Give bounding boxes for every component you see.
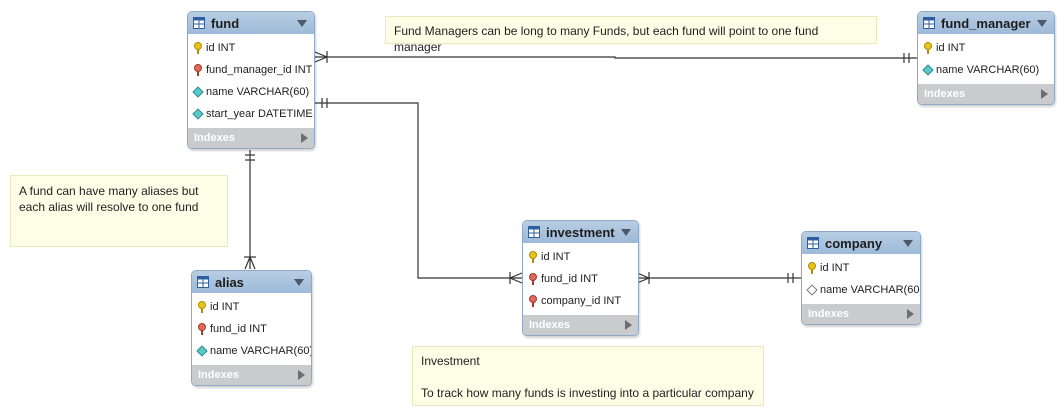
column-row[interactable]: name VARCHAR(60)	[802, 279, 920, 301]
crowfoot-inv-left-top	[509, 272, 523, 279]
column-row[interactable]: id INT	[188, 37, 314, 59]
table-icon	[193, 17, 205, 29]
table-icon	[197, 276, 209, 288]
table-company[interactable]: company id INT name VARCHAR(60) Indexes	[801, 231, 921, 325]
dropdown-icon[interactable]	[903, 239, 913, 247]
dropdown-icon[interactable]	[1037, 19, 1047, 27]
column-row[interactable]: id INT	[192, 296, 311, 318]
column-label: fund_id INT	[210, 323, 267, 335]
column-icon	[922, 64, 934, 76]
table-header-alias[interactable]: alias	[192, 271, 311, 293]
relation-fund-investment	[315, 102, 522, 279]
column-icon	[192, 108, 204, 120]
column-row[interactable]: fund_id INT	[192, 318, 311, 340]
dropdown-icon[interactable]	[294, 278, 304, 286]
column-icon	[192, 86, 204, 98]
column-row[interactable]: name VARCHAR(60)	[192, 340, 311, 362]
table-icon	[807, 237, 819, 249]
table-investment[interactable]: investment id INT fund_id INT company_id…	[522, 220, 639, 336]
table-title: fund	[211, 15, 240, 31]
indexes-bar[interactable]: Indexes	[523, 315, 638, 335]
table-icon	[923, 17, 935, 29]
column-row[interactable]: id INT	[802, 257, 920, 279]
column-row[interactable]: fund_manager_id INT	[188, 59, 314, 81]
note-title: Investment	[421, 354, 480, 368]
table-icon	[528, 226, 540, 238]
indexes-bar[interactable]: Indexes	[188, 128, 314, 148]
primary-key-icon	[194, 42, 202, 54]
column-row[interactable]: company_id INT	[523, 290, 638, 312]
table-fund[interactable]: fund id INT fund_manager_id INT name VAR…	[187, 11, 315, 149]
indexes-label: Indexes	[924, 88, 965, 100]
indexes-bar[interactable]: Indexes	[192, 365, 311, 385]
table-header-investment[interactable]: investment	[523, 221, 638, 243]
column-label: id INT	[820, 262, 850, 274]
crowfoot-inv-left-bottom	[509, 277, 523, 284]
crowfoot-fund-bottom	[314, 56, 328, 63]
table-header-fund[interactable]: fund	[188, 12, 314, 34]
nullable-column-icon	[806, 284, 818, 296]
relation-fund-fund_manager	[315, 56, 917, 59]
expand-arrow-icon[interactable]	[625, 320, 632, 330]
indexes-label: Indexes	[194, 132, 235, 144]
primary-key-icon	[198, 301, 206, 313]
expand-arrow-icon[interactable]	[1041, 89, 1048, 99]
primary-key-icon	[529, 251, 537, 263]
column-row[interactable]: id INT	[523, 246, 638, 268]
foreign-key-icon	[529, 273, 537, 285]
column-label: start_year DATETIME	[206, 108, 313, 120]
column-label: id INT	[936, 42, 966, 54]
column-row[interactable]: name VARCHAR(60)	[188, 81, 314, 103]
column-label: fund_manager_id INT	[206, 64, 313, 76]
table-fund-manager[interactable]: fund_manager id INT name VARCHAR(60) Ind…	[917, 11, 1055, 105]
column-label: name VARCHAR(60)	[210, 345, 312, 357]
column-row[interactable]: id INT	[918, 37, 1054, 59]
note-text: To track how many funds is investing int…	[421, 386, 754, 400]
expand-arrow-icon[interactable]	[298, 370, 305, 380]
table-title: investment	[546, 224, 615, 240]
note-alias[interactable]: A fund can have many aliases but each al…	[10, 175, 228, 247]
dropdown-icon[interactable]	[621, 228, 631, 236]
table-title: alias	[215, 274, 244, 290]
indexes-bar[interactable]: Indexes	[918, 84, 1054, 104]
table-header-company[interactable]: company	[802, 232, 920, 254]
column-icon	[196, 345, 208, 357]
column-label: id INT	[210, 301, 240, 313]
column-label: id INT	[541, 251, 571, 263]
table-alias[interactable]: alias id INT fund_id INT name VARCHAR(60…	[191, 270, 312, 386]
crowfoot-alias-left	[244, 256, 251, 270]
note-investment[interactable]: Investment To track how many funds is in…	[412, 346, 764, 406]
expand-arrow-icon[interactable]	[907, 309, 914, 319]
note-text-line: A fund can have many aliases but	[19, 184, 199, 198]
note-text: Fund Managers can be long to many Funds,…	[394, 24, 819, 54]
table-title: fund_manager	[941, 15, 1031, 31]
column-label: fund_id INT	[541, 273, 598, 285]
column-label: id INT	[206, 42, 236, 54]
indexes-bar[interactable]: Indexes	[802, 304, 920, 324]
column-row[interactable]: name VARCHAR(60)	[918, 59, 1054, 81]
indexes-label: Indexes	[808, 308, 849, 320]
table-header-fund-manager[interactable]: fund_manager	[918, 12, 1054, 34]
table-title: company	[825, 235, 883, 251]
primary-key-icon	[924, 42, 932, 54]
foreign-key-icon	[198, 323, 206, 335]
column-row[interactable]: fund_id INT	[523, 268, 638, 290]
note-text-line: each alias will resolve to one fund	[19, 200, 199, 214]
expand-arrow-icon[interactable]	[301, 133, 308, 143]
crowfoot-fund-top	[314, 51, 328, 58]
column-label: name VARCHAR(60)	[820, 284, 921, 296]
indexes-label: Indexes	[198, 369, 239, 381]
foreign-key-icon	[529, 295, 537, 307]
column-label: name VARCHAR(60)	[936, 64, 1040, 76]
note-fund-manager[interactable]: Fund Managers can be long to many Funds,…	[385, 16, 877, 54]
column-row[interactable]: start_year DATETIME	[188, 103, 314, 125]
primary-key-icon	[808, 262, 816, 274]
dropdown-icon[interactable]	[297, 19, 307, 27]
foreign-key-icon	[194, 64, 202, 76]
column-label: name VARCHAR(60)	[206, 86, 310, 98]
column-label: company_id INT	[541, 295, 622, 307]
indexes-label: Indexes	[529, 319, 570, 331]
crowfoot-alias-right	[249, 256, 256, 270]
